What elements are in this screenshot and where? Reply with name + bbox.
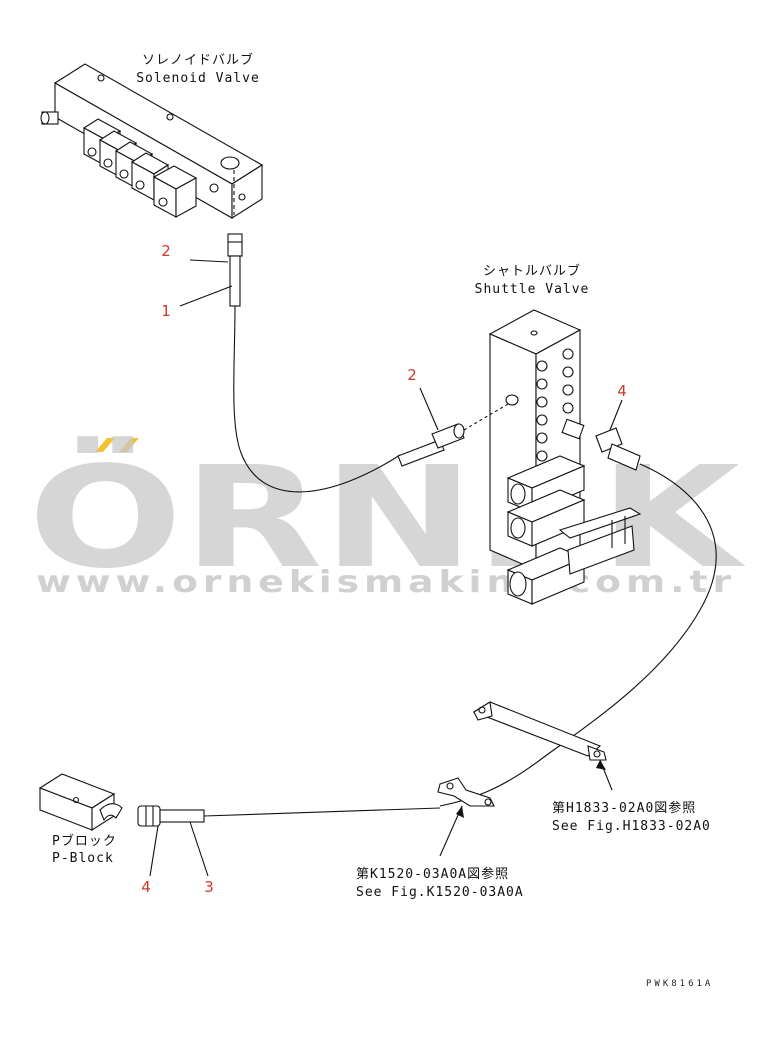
arrow-ref-h — [596, 760, 606, 770]
watermark-accent-mark — [119, 438, 139, 452]
hose-1 — [179, 233, 401, 493]
p-block-label-jp: Pブロック — [52, 833, 117, 849]
fitting-4-right — [439, 399, 717, 807]
shuttle-valve — [488, 309, 642, 605]
watermark-accent-mark — [95, 438, 115, 452]
callout-4-right: 4 — [617, 382, 627, 400]
watermark-url: www.ornekismakina.com.tr — [36, 565, 736, 600]
p-block — [38, 773, 123, 832]
shuttle-valve-label-jp: シャトルバルブ — [483, 263, 581, 279]
clamp-bracket-lower — [437, 777, 495, 807]
solenoid-valve-label-en: Solenoid Valve — [136, 71, 260, 86]
drawing-code: PWK8161A — [646, 979, 713, 989]
callout-3: 3 — [204, 878, 214, 896]
solenoid-valve — [40, 63, 264, 219]
clamp-bracket-upper — [472, 701, 607, 761]
p-block-label-en: P-Block — [52, 851, 114, 866]
callout-1: 1 — [161, 302, 171, 320]
fitting-2-mid — [397, 387, 509, 467]
ref-h-jp: 第H1833-02A0図参照 — [552, 800, 696, 816]
callout-2-mid: 2 — [407, 366, 417, 384]
callout-4-bottom: 4 — [141, 878, 151, 896]
ref-h-en: See Fig.H1833-02A0 — [552, 819, 711, 834]
arrow-ref-k — [456, 806, 464, 818]
callout-2-top: 2 — [161, 242, 171, 260]
solenoid-valve-label-jp: ソレノイドバルブ — [142, 52, 254, 68]
shuttle-valve-label-en: Shuttle Valve — [475, 282, 590, 297]
hose-3 — [137, 805, 441, 877]
ref-k-en: See Fig.K1520-03A0A — [356, 885, 524, 900]
ref-k-jp: 第K1520-03A0A図参照 — [356, 866, 509, 882]
